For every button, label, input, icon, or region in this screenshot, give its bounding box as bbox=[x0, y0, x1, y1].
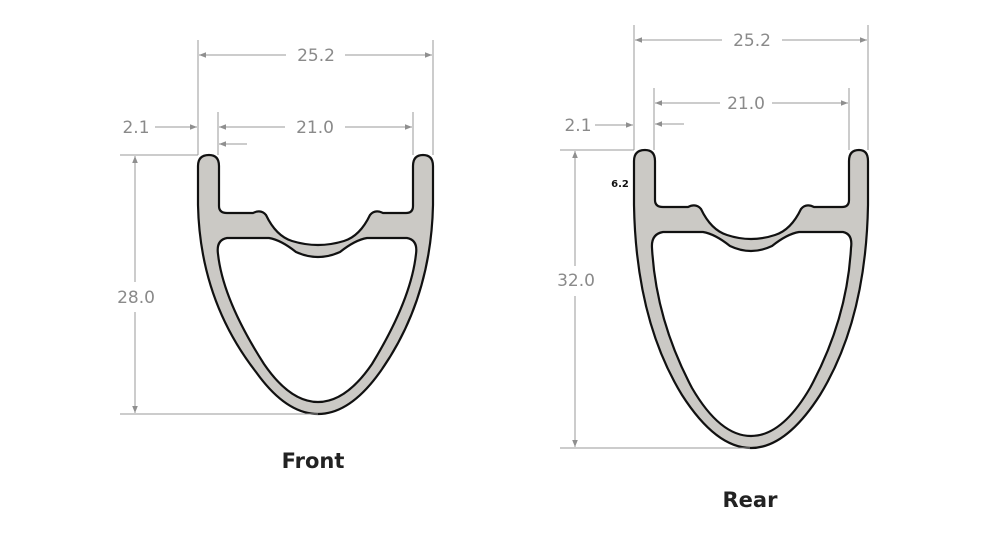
front-label: Front bbox=[282, 449, 345, 473]
front-rim-profile bbox=[196, 153, 435, 416]
rear-rim-height: 32.0 bbox=[557, 271, 595, 291]
front-outer-width: 25.2 bbox=[297, 46, 335, 66]
front-inner-width: 21.0 bbox=[296, 118, 334, 138]
rear-label: Rear bbox=[723, 488, 779, 512]
rear-inner-width: 21.0 bbox=[727, 94, 765, 114]
front-rim-height: 28.0 bbox=[117, 288, 155, 308]
rear-outer-width: 25.2 bbox=[733, 31, 771, 51]
rear-wall-thickness: 2.1 bbox=[564, 116, 591, 136]
rear-rim-group: 25.2 21.0 2.1 6.2 32.0 Rear bbox=[557, 25, 870, 512]
front-rim-group: 25.2 21.0 2.1 28.0 Front bbox=[117, 40, 435, 473]
front-wall-thickness: 2.1 bbox=[122, 118, 149, 138]
rear-hook-height: 6.2 bbox=[611, 179, 629, 190]
rear-rim-profile bbox=[632, 148, 870, 450]
